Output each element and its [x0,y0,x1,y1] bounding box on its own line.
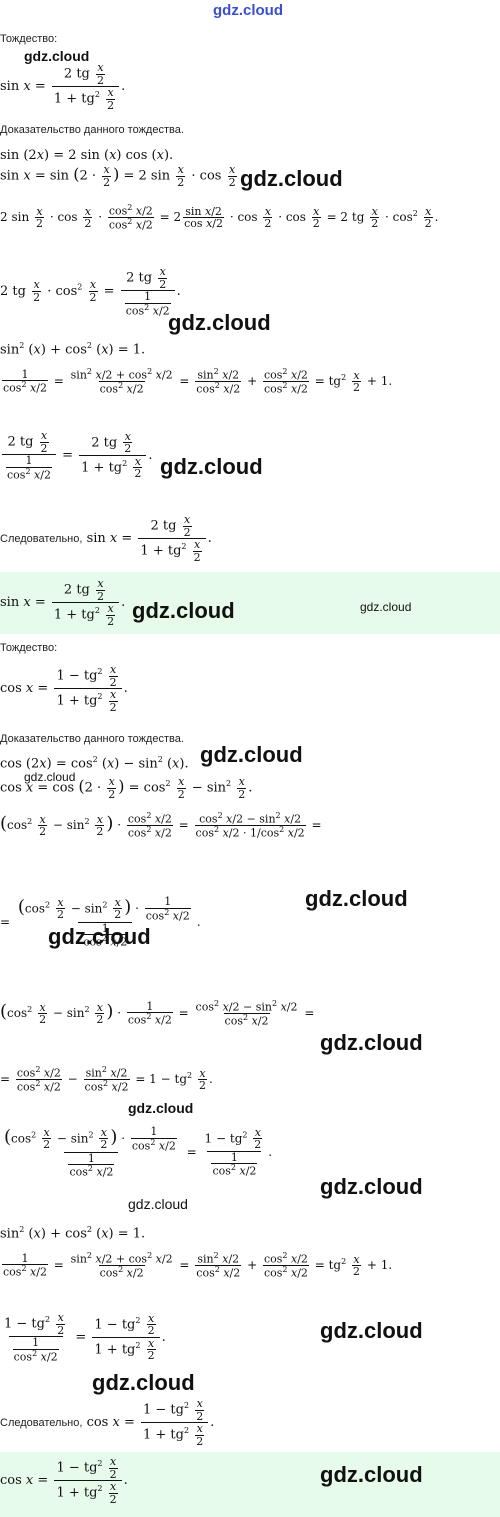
watermark: gdz.cloud [320,1462,423,1487]
watermark: gdz.cloud [168,310,271,335]
watermark: gdz.cloud [320,1174,423,1199]
identity-label: Тождество: [0,33,58,45]
line-cos2x: cos (2x) = cos2 (x) − sin2 (x). [0,755,189,772]
line-pythagorean-2: sin2 (x) + cos2 (x) = 1. [0,1225,146,1242]
top-watermark: gdz.cloud [213,2,283,19]
watermark: gdz.cloud [128,1100,194,1116]
proof-label: Доказательство данного тождества. [0,124,184,136]
watermark: gdz.cloud [48,924,151,949]
watermark: gdz.cloud [132,598,235,623]
watermark: gdz.cloud [24,48,90,64]
watermark: gdz.cloud [305,886,408,911]
line-pythagorean-1: sin2 (x) + cos2 (x) = 1. [0,341,146,358]
watermark: gdz.cloud [200,742,303,767]
watermark: gdz.cloud [160,454,263,479]
identity-label-2: Тождество: [0,642,58,654]
watermark: gdz.cloud [240,166,343,191]
watermark: gdz.cloud [24,770,76,784]
answer-box-cos [0,1452,500,1517]
watermark: gdz.cloud [320,1030,423,1055]
watermark: gdz.cloud [360,600,412,614]
watermark: gdz.cloud [92,1370,195,1395]
watermark: gdz.cloud [128,1196,188,1212]
watermark: gdz.cloud [320,1318,423,1343]
line-sin2x: sin (2x) = 2 sin (x) cos (x). [0,148,174,163]
proof-label-2: Доказательство данного тождества. [0,733,184,745]
